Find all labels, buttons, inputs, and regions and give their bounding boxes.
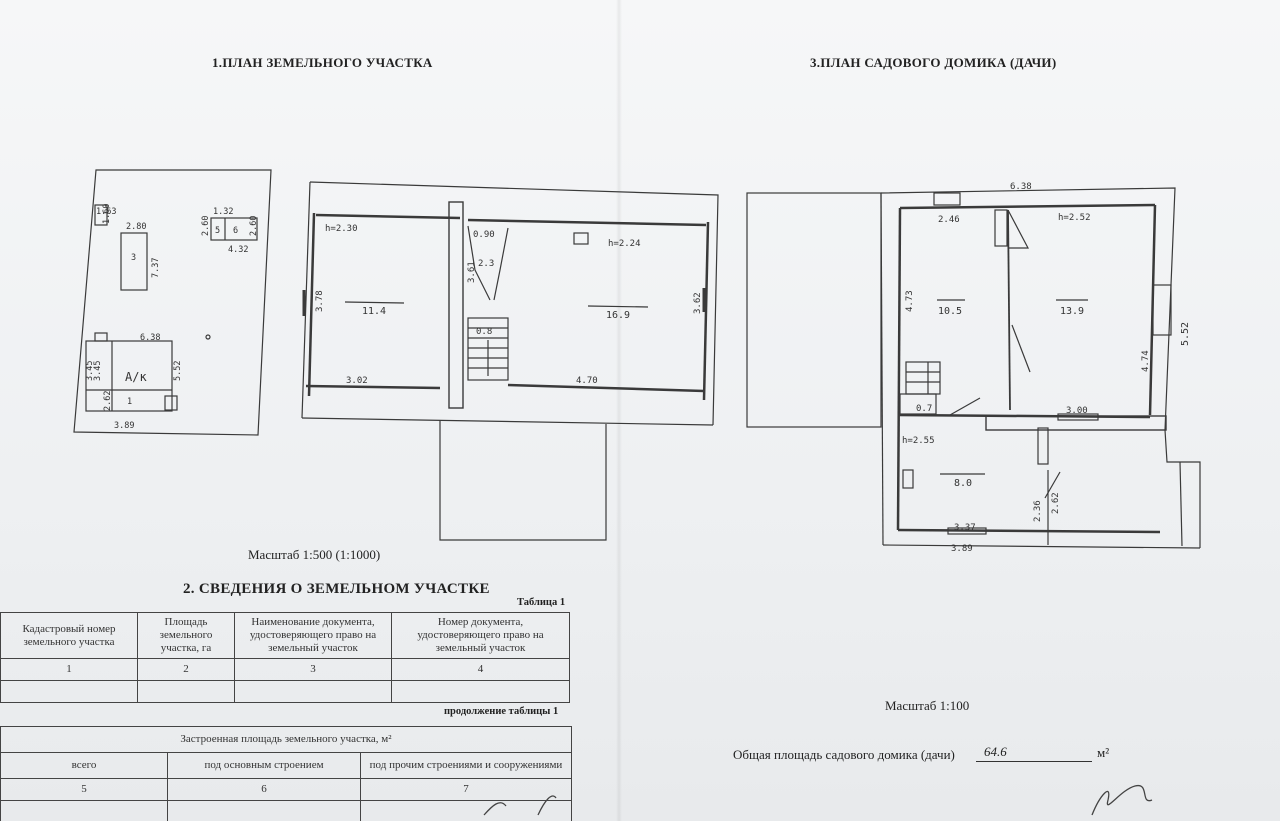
floor1-dim-552: 5.52 <box>1180 322 1191 346</box>
garage-n2-label: 6 <box>233 226 238 236</box>
signature-scribble <box>483 785 1153 816</box>
site-plan <box>73 169 272 436</box>
site-small-width: 1.63 <box>96 207 116 217</box>
floor1-total-width: 6.38 <box>1010 182 1032 192</box>
floor1-dim-300: 3.00 <box>1066 406 1088 416</box>
total-area-label: Общая площадь садового домика (дачи) <box>733 747 955 762</box>
floor2-plan <box>301 181 719 541</box>
floor1-dim-337: 3.37 <box>954 523 976 533</box>
table1-cont-cell-empty <box>360 800 572 821</box>
floor2-dim-mid: 3.61 <box>467 261 477 283</box>
garage-n1-label: 5 <box>215 226 220 236</box>
house-width-label: 6.38 <box>140 333 160 343</box>
floor1-area-bottom: 8.0 <box>954 478 972 489</box>
floor2-dim-bottom-right: 4.70 <box>576 376 598 386</box>
floor2-area-left: 11.4 <box>362 306 386 317</box>
floor1-dim-262: 2.62 <box>1051 492 1061 514</box>
floor2-dim-bottom-left: 3.02 <box>346 376 368 386</box>
floor1-area-stair: 0.7 <box>916 404 932 414</box>
bottom-depth-label: 2.62 <box>103 391 113 411</box>
table1: Кадастровый номер земельного участка Пло… <box>0 612 570 703</box>
heading-land-plan: 1.ПЛАН ЗЕМЕЛЬНОГО УЧАСТКА <box>212 55 433 70</box>
floor1-height-bottom: h=2.55 <box>902 436 935 446</box>
floor1-plan <box>746 187 1201 549</box>
heading-house-plan: 3.ПЛАН САДОВОГО ДОМИКА (ДАЧИ) <box>810 55 1057 70</box>
table1-cont-cell-empty <box>167 800 361 821</box>
house-label: А/к <box>125 370 147 384</box>
table1-header-doc-name: Наименование документа, удостоверяющего … <box>234 612 392 659</box>
site-plan-labels: 1.63 1.60 2.80 7.37 3 1.32 2.60 5 6 2.60… <box>85 204 259 431</box>
floor1-dim-246: 2.46 <box>938 215 960 225</box>
garage-depth2-label: 2.60 <box>249 216 259 236</box>
shed-width-label: 2.80 <box>126 222 146 232</box>
table1-header-cadastral: Кадастровый номер земельного участка <box>0 612 138 659</box>
floor2-area-right: 16.9 <box>606 310 630 321</box>
garage-length-label: 4.32 <box>228 245 248 255</box>
floor1-dim-236: 2.36 <box>1033 500 1043 522</box>
floor2-dim-23: 2.3 <box>478 259 494 269</box>
table1-num-3: 3 <box>234 658 392 681</box>
site-boundary <box>73 169 272 436</box>
floor2-area-stair: 0.8 <box>476 327 492 337</box>
scale-house: Масштаб 1:100 <box>885 698 970 713</box>
floor2-dim-090: 0.90 <box>473 230 495 240</box>
table1-cont-caption: продолжение таблицы 1 <box>444 706 559 717</box>
shed-outline <box>120 232 148 291</box>
site-small-depth: 1.60 <box>102 204 112 224</box>
table1-cell-empty <box>234 680 392 703</box>
house-depth-label: 5.52 <box>173 361 183 381</box>
table1-caption: Таблица 1 <box>517 597 566 608</box>
floor1-dim-473: 4.73 <box>905 290 915 312</box>
total-area-unit: м² <box>1097 745 1110 760</box>
floor1-height-top: h=2.52 <box>1058 213 1091 223</box>
total-area-value: 64.6 <box>984 744 1007 759</box>
bottom-width-label: 3.89 <box>114 421 134 431</box>
shed-depth-label: 7.37 <box>151 258 161 278</box>
porch-width-label: 3.45 <box>85 361 95 381</box>
floor1-area-right: 13.9 <box>1060 306 1084 317</box>
table1-header-area: Площадь земельного участка, га <box>137 612 235 659</box>
floor1-labels: 6.38 h=2.52 2.46 4.73 10.5 13.9 4.74 5.5… <box>902 182 1191 554</box>
table1-num-4: 4 <box>391 658 570 681</box>
garage-depth-label: 2.60 <box>201 216 211 236</box>
floor2-dim-right: 3.62 <box>693 292 703 314</box>
table1-cont-num-7: 7 <box>360 778 572 801</box>
table1-cont-header-total: всего <box>0 752 168 779</box>
garage-outline <box>210 217 258 241</box>
table1-cont-num-5: 5 <box>0 778 168 801</box>
scale-land: Масштаб 1:500 (1:1000) <box>248 547 381 562</box>
table1-cont-group-header: Застроенная площадь земельного участка, … <box>0 726 572 753</box>
table1-num-1: 1 <box>0 658 138 681</box>
table1-cont-num-6: 6 <box>167 778 361 801</box>
table1-cont-header-main: под основным строением <box>167 752 361 779</box>
paper-fold <box>616 0 622 821</box>
table1-cont-header-other: под прочим строениями и сооружениями <box>360 752 572 779</box>
floor2-dim-left: 3.78 <box>315 290 325 312</box>
floor2-height-left: h=2.30 <box>325 224 358 234</box>
floor1-area-left: 10.5 <box>938 306 962 317</box>
floor1-dim-474: 4.74 <box>1141 350 1151 372</box>
table1-cell-empty <box>0 680 138 703</box>
floor2-height-right: h=2.24 <box>608 239 641 249</box>
table1-header-doc-number: Номер документа, удостоверяющего право н… <box>391 612 570 659</box>
table1-cont-cell-empty <box>0 800 168 821</box>
table1-num-2: 2 <box>137 658 235 681</box>
table1-continuation: Застроенная площадь земельного участка, … <box>0 726 572 821</box>
shed-number-label: 3 <box>131 253 136 263</box>
porch-number-label: 1 <box>127 397 132 407</box>
table1-cell-empty <box>137 680 235 703</box>
porch-depth-label: 3.45 <box>93 361 103 381</box>
table1-cell-empty <box>391 680 570 703</box>
total-area-underline <box>976 744 1092 762</box>
section2-heading: 2. СВЕДЕНИЯ О ЗЕМЕЛЬНОМ УЧАСТКЕ <box>183 581 490 597</box>
house-footprint <box>85 340 173 412</box>
garage-width-label: 1.32 <box>213 207 233 217</box>
floor1-dim-389: 3.89 <box>951 544 973 554</box>
floor2-labels: h=2.30 h=2.24 11.4 16.9 0.8 3.78 3.62 3.… <box>315 224 703 386</box>
